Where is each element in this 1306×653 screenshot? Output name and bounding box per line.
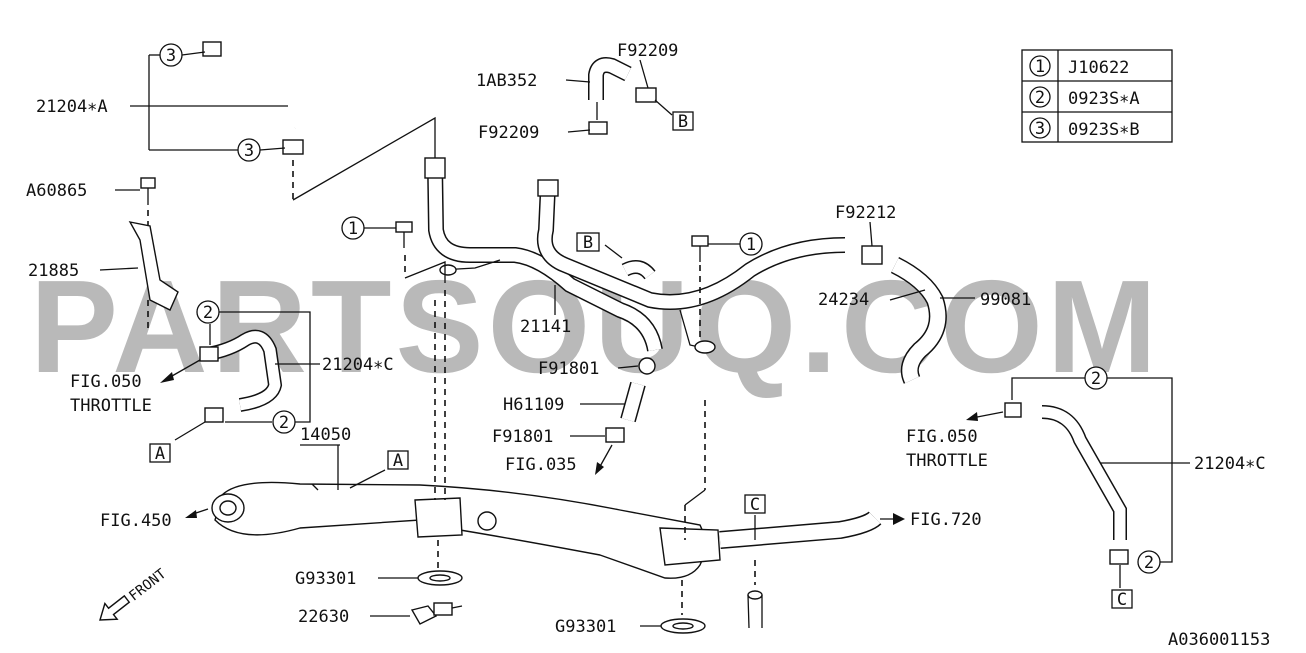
clamp-icon — [638, 357, 656, 375]
label-99081: 99081 — [980, 290, 1031, 310]
callout-2-left-bot: 2 — [279, 413, 289, 433]
sensor-22630 — [370, 602, 463, 625]
clamp-icon — [588, 121, 608, 135]
legend-table: 1 J10622 2 0923S∗A 3 0923S∗B — [1021, 49, 1173, 143]
ref-box-b-mid: B — [583, 233, 593, 253]
label-24234: 24234 — [818, 290, 869, 310]
front-arrow: FRONT — [99, 566, 170, 621]
water-pipe-14050 — [185, 290, 721, 615]
callout-2-left-top: 2 — [203, 303, 213, 323]
label-f91801-b: F91801 — [492, 427, 553, 447]
fig035: FIG.035 — [505, 455, 577, 475]
clamp-icon — [202, 41, 222, 57]
label-14050: 14050 — [300, 425, 351, 445]
legend-num-3: 3 — [1035, 119, 1045, 139]
legend-code-3: 0923S∗B — [1068, 120, 1140, 140]
throttle-left: THROTTLE — [70, 396, 152, 416]
hose-h61109 — [570, 357, 656, 475]
bracket-21885 — [99, 177, 179, 330]
callout-3-mid: 3 — [244, 141, 254, 161]
hose-21204c-right — [966, 377, 1190, 588]
ref-box-c-right: C — [1117, 590, 1127, 610]
callout-2-right-top: 2 — [1091, 369, 1101, 389]
label-21885: 21885 — [28, 261, 79, 281]
fig050-left: FIG.050 — [70, 372, 142, 392]
hose-99081 — [861, 221, 975, 384]
legend-code-1: J10622 — [1068, 58, 1129, 78]
bolt-right — [691, 235, 740, 340]
clamp-icon — [635, 87, 657, 103]
label-h61109: H61109 — [503, 395, 564, 415]
legend-num-1: 1 — [1035, 57, 1045, 77]
hose-21204c-left — [160, 311, 320, 441]
label-21141: 21141 — [520, 317, 571, 337]
diagram-id: A036001153 — [1168, 630, 1270, 650]
label-21204c-right: 21204∗C — [1194, 454, 1266, 474]
clamp-icon — [861, 245, 883, 265]
bolt-head-icon — [395, 221, 413, 233]
legend-num-2: 2 — [1035, 88, 1045, 108]
ref-box-a-left: A — [155, 444, 165, 464]
bolt-head-icon — [140, 177, 156, 189]
pipe-1ab352 — [565, 57, 673, 135]
hose-fig720 — [719, 511, 905, 629]
label-f92212: F92212 — [835, 203, 896, 223]
label-21204a: 21204∗A — [36, 97, 108, 117]
label-g93301-right: G93301 — [555, 617, 616, 637]
label-f92209-bot: F92209 — [478, 123, 539, 143]
front-label: FRONT — [126, 566, 170, 605]
label-g93301-left: G93301 — [295, 569, 356, 589]
fig450: FIG.450 — [100, 511, 172, 531]
label-1ab352: 1AB352 — [476, 71, 537, 91]
label-f91801-a: F91801 — [538, 359, 599, 379]
ref-box-a-mid: A — [393, 451, 403, 471]
fig050-right: FIG.050 — [906, 427, 978, 447]
label-22630: 22630 — [298, 607, 349, 627]
label-f92209-top: F92209 — [617, 41, 678, 61]
label-a60865: A60865 — [26, 181, 87, 201]
bolt-head-icon — [691, 235, 709, 247]
pipe-21141 — [404, 157, 846, 354]
label-21204c-left: 21204∗C — [322, 355, 394, 375]
clamp-icon — [282, 139, 304, 155]
bolt-left — [364, 221, 413, 248]
clamp-icon — [1004, 402, 1022, 418]
callout-1-right: 1 — [746, 235, 756, 255]
clamp-icon — [1109, 549, 1129, 565]
hose-21204a — [130, 38, 436, 201]
ref-box-c-mid: C — [750, 495, 760, 515]
clamp-icon — [605, 427, 625, 443]
legend-code-2: 0923S∗A — [1068, 89, 1140, 109]
clamp-icon — [199, 346, 219, 362]
throttle-right: THROTTLE — [906, 451, 988, 471]
callout-2-right-bot: 2 — [1144, 553, 1154, 573]
callout-3-top: 3 — [166, 46, 176, 66]
ref-box-b-top: B — [678, 112, 688, 132]
clamp-icon — [204, 407, 224, 423]
callout-1-left: 1 — [348, 219, 358, 239]
fig720: FIG.720 — [910, 510, 982, 530]
